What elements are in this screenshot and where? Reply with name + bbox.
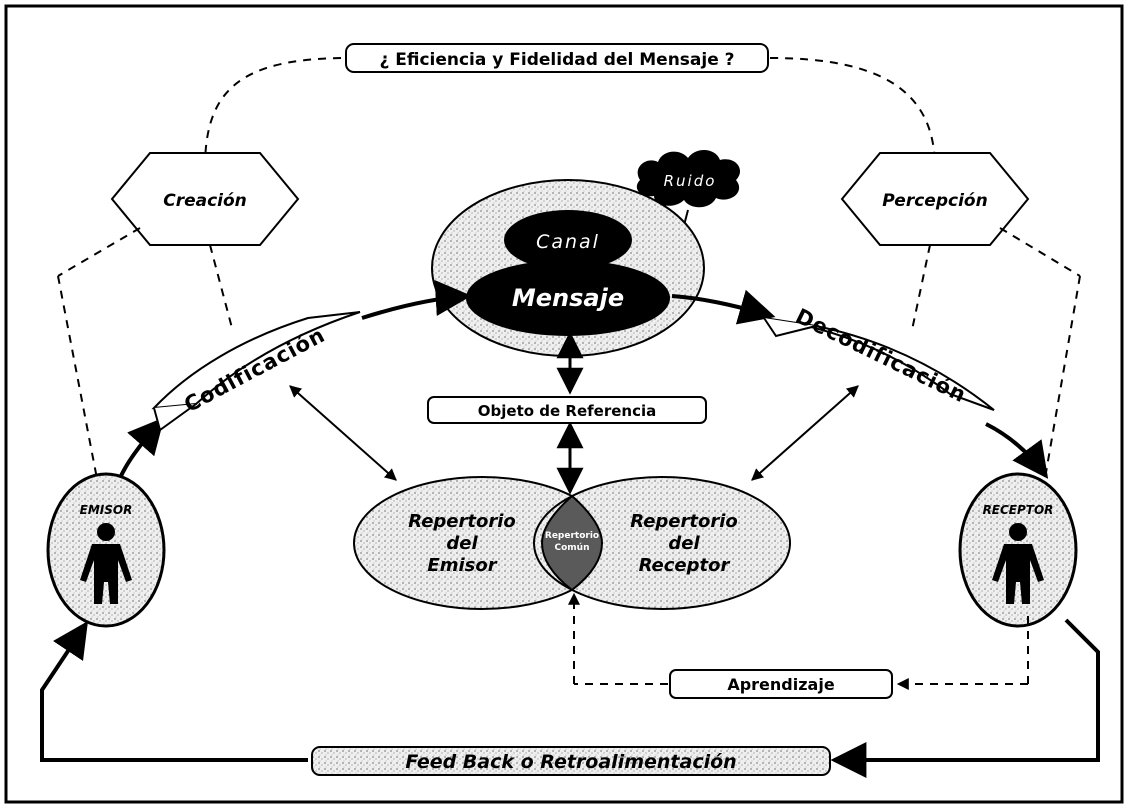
repertorio-receptor-ellipse: [533, 476, 791, 610]
svg-text:del: del: [446, 533, 478, 554]
repertorio-comun-text: Repertorio Común: [545, 531, 599, 553]
svg-text:Repertorio: Repertorio: [545, 531, 599, 541]
codificacion-banner: Codificación: [151, 311, 361, 432]
aprendizaje-box: Aprendizaje: [669, 669, 893, 699]
svg-text:Emisor: Emisor: [427, 555, 497, 576]
mensaje-label: Mensaje: [512, 284, 624, 312]
emisor-node: EMISOR: [46, 472, 166, 628]
svg-text:Repertorio: Repertorio: [630, 511, 738, 532]
codificacion-to-mensaje-arrow: [361, 280, 472, 320]
feedback-loop: [40, 618, 1100, 778]
repertorio-receptor-text: Repertorio del Receptor: [630, 511, 738, 576]
outer-frame: [4, 4, 1124, 804]
repertorio-emisor-text: Repertorio del Emisor: [408, 511, 516, 576]
emisor-to-codificacion-arrow: [118, 417, 165, 479]
percepcion-label: Percepción: [882, 191, 987, 211]
emisor-person-icon: [80, 523, 132, 604]
aprendizaje-label: Aprendizaje: [727, 675, 835, 694]
decodificacion-banner: Decodificación: [763, 304, 995, 411]
decodificacion-to-receptor-arrow: [985, 422, 1049, 479]
double-arrows: [289, 331, 859, 495]
objeto-referencia-label: Objeto de Referencia: [478, 402, 656, 420]
creacion-label: Creación: [163, 191, 247, 211]
emisor-label: EMISOR: [80, 503, 133, 517]
svg-text:Común: Común: [555, 543, 590, 553]
ruido-label: Ruido: [664, 172, 717, 190]
mensaje-oval: Mensaje: [466, 260, 670, 336]
hexagon-dashed-links: [57, 227, 1081, 485]
receptor-label: RECEPTOR: [983, 503, 1054, 517]
objeto-referencia-box: Objeto de Referencia: [427, 396, 707, 424]
svg-text:Receptor: Receptor: [639, 555, 731, 576]
mensaje-to-decodificacion-arrow: [671, 289, 776, 325]
svg-text:Repertorio: Repertorio: [408, 511, 516, 532]
repertorio-comun-overlap: [540, 494, 604, 592]
receptor-node: RECEPTOR: [958, 472, 1078, 628]
percepcion-hexagon: Percepción: [840, 152, 1030, 246]
canal-oval: Canal: [504, 210, 632, 270]
efficiency-title: ¿ Eficiencia y Fidelidad del Mensaje ?: [379, 50, 734, 70]
decodificacion-label: Decodificación: [792, 304, 970, 407]
ruido-cloud: Ruido: [636, 149, 741, 208]
receptor-person-icon: [992, 523, 1044, 604]
feedback-label: Feed Back o Retroalimentación: [405, 751, 736, 773]
feedback-box: Feed Back o Retroalimentación: [311, 746, 831, 776]
aprendizaje-loop: [568, 592, 1029, 690]
canal-label: Canal: [536, 231, 600, 253]
creacion-hexagon: Creación: [110, 152, 300, 246]
efficiency-dashed-arc: [204, 57, 936, 169]
svg-text:del: del: [668, 533, 700, 554]
efficiency-title-box: ¿ Eficiencia y Fidelidad del Mensaje ?: [345, 43, 769, 73]
